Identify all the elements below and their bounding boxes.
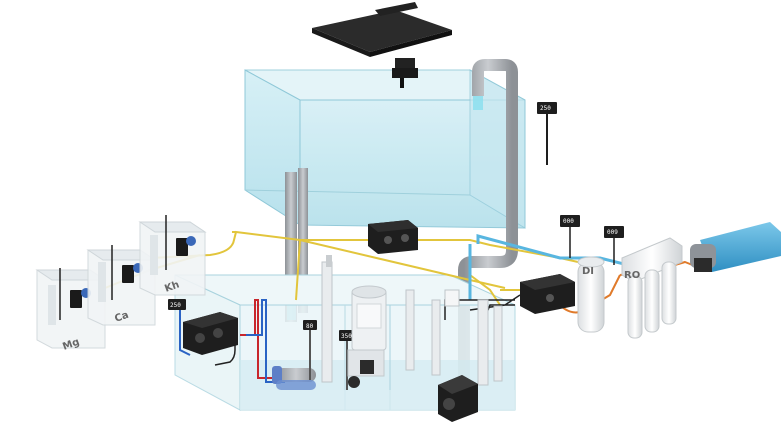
aquarium-led-light-icon xyxy=(312,2,452,88)
container-label-ca: Ca xyxy=(113,310,130,325)
heater-icon xyxy=(272,366,316,390)
display-sump-mid-value: 80 xyxy=(306,323,314,330)
ro-display: 009 xyxy=(604,226,624,265)
dosing-pump-icon xyxy=(70,290,82,308)
di-display: 000 xyxy=(560,215,580,258)
water-supply-hose xyxy=(690,222,781,272)
tank-probe-display: 250 xyxy=(537,102,557,165)
container-label-mg: Mg xyxy=(61,337,81,353)
ro-filter-label: RO xyxy=(624,270,640,281)
controller-unit-icon xyxy=(368,220,418,254)
display-ro-value: 009 xyxy=(607,229,618,236)
dosing-pump-icon xyxy=(122,265,134,283)
di-filter-label: DI xyxy=(582,266,594,277)
display-tank xyxy=(244,69,526,229)
sump-rods xyxy=(321,255,503,386)
di-filter: DI xyxy=(577,256,605,333)
dosing-pump-icon xyxy=(176,238,188,256)
display-di-value: 000 xyxy=(563,218,574,225)
controller-right xyxy=(520,274,575,314)
controller-left xyxy=(183,312,238,355)
return-pump-icon xyxy=(438,375,478,422)
dosing-container-ca: Ca xyxy=(86,245,157,326)
ro-filter-unit: RO xyxy=(621,237,683,339)
return-pipe xyxy=(458,59,518,380)
display-sump-left-value: 250 xyxy=(170,302,181,309)
protein-skimmer-icon xyxy=(347,285,387,388)
display-tank-value: 250 xyxy=(540,105,551,112)
sump-left-display: 250 xyxy=(168,299,186,310)
container-label-kh: Kh xyxy=(163,279,181,294)
dosing-container-kh: Kh xyxy=(138,215,207,296)
data-cable xyxy=(149,230,579,330)
display-skimmer-value: 350 xyxy=(341,333,352,340)
sump-probe-mid: 80 xyxy=(303,320,317,380)
